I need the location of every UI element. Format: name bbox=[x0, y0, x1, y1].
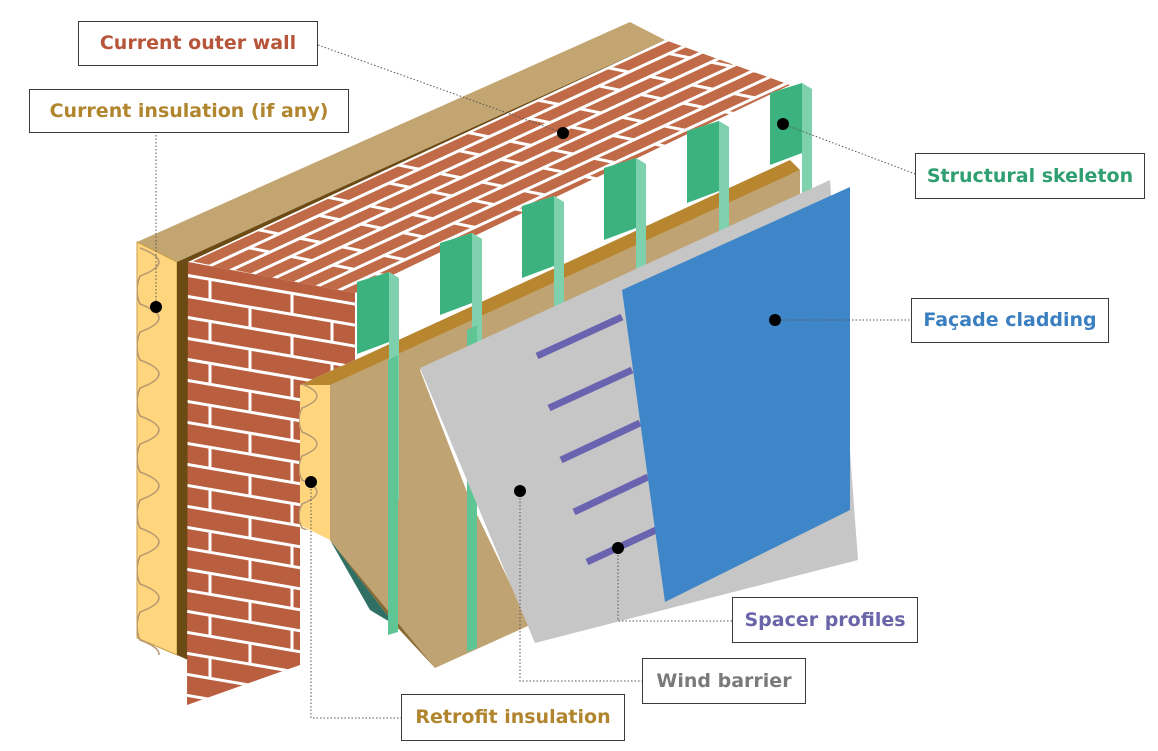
callout-dots bbox=[150, 118, 789, 554]
label-facade-cladding: Façade cladding bbox=[911, 298, 1109, 343]
skeleton-stud-leg bbox=[388, 355, 398, 635]
dot-current-insulation bbox=[150, 301, 162, 313]
label-wind-barrier: Wind barrier bbox=[642, 658, 806, 704]
label-structural-skeleton: Structural skeleton bbox=[915, 153, 1145, 199]
spacer-profile bbox=[572, 473, 650, 516]
dot-wind-barrier bbox=[514, 485, 526, 497]
brick-wall bbox=[187, 40, 790, 705]
dot-retrofit-insulation bbox=[305, 476, 317, 488]
dot-spacer-profiles bbox=[612, 542, 624, 554]
label-current-insulation: Current insulation (if any) bbox=[29, 89, 349, 133]
current-insulation-layer bbox=[136, 22, 665, 656]
label-retrofit-insulation: Retrofit insulation bbox=[401, 694, 625, 741]
leader-lines bbox=[155, 44, 919, 719]
spacer-profile bbox=[535, 313, 624, 360]
facade-cladding-panel bbox=[622, 187, 850, 602]
structural-skeleton bbox=[357, 83, 812, 652]
dot-current-outer-wall bbox=[557, 127, 569, 139]
label-spacer-profiles: Spacer profiles bbox=[732, 597, 918, 643]
dot-facade-cladding bbox=[769, 314, 781, 326]
spacer-profile bbox=[547, 366, 634, 412]
dot-structural-skeleton bbox=[777, 118, 789, 130]
spacer-profile bbox=[559, 419, 642, 464]
spacer-profiles bbox=[535, 313, 658, 566]
label-current-outer-wall: Current outer wall bbox=[78, 21, 318, 66]
retrofit-insulation-layer bbox=[299, 160, 800, 668]
